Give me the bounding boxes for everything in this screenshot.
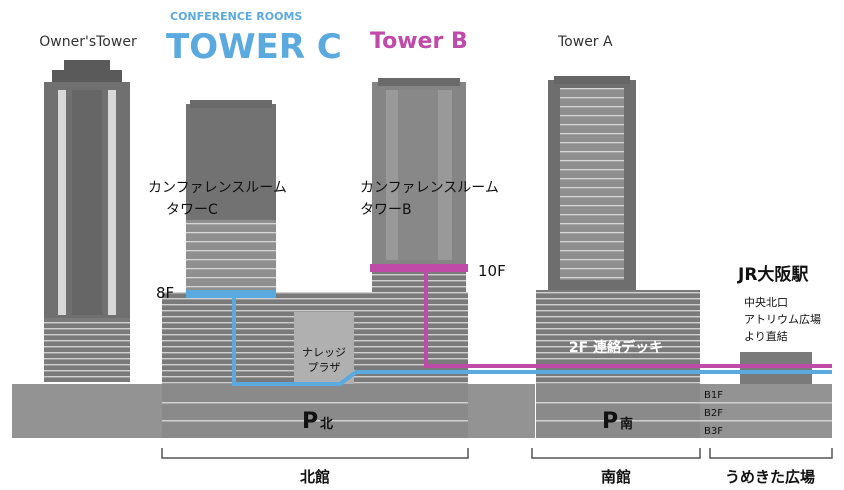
south-building-label: 南館 xyxy=(601,468,631,486)
b1f-label: B1F xyxy=(704,390,723,401)
ground-slab-middle xyxy=(465,384,535,438)
owners-tower xyxy=(44,60,130,382)
jr-note-line3: より直結 xyxy=(744,329,788,343)
conf-room-b-line1: カンファレンスルーム xyxy=(360,180,499,196)
tower-c-route xyxy=(186,290,465,386)
south-building-bracket xyxy=(531,448,701,459)
tower-c-building xyxy=(186,100,276,292)
b3f-label: B3F xyxy=(704,426,723,437)
north-building-label: 北館 xyxy=(300,468,330,486)
b2f-label: B2F xyxy=(704,408,723,419)
south-podium xyxy=(536,290,832,438)
tower-b-route xyxy=(370,264,832,368)
deck-2f-label: 2F 連絡デッキ xyxy=(569,339,663,356)
tower-a-label: Tower A xyxy=(557,34,613,50)
conference-rooms-label: CONFERENCE ROOMS xyxy=(170,10,302,23)
umekita-plaza-label: うめきた広場 xyxy=(725,468,815,486)
jr-osaka-label: JR大阪駅 xyxy=(737,264,809,285)
knowledge-plaza-line2: プラザ xyxy=(308,361,341,374)
floor-8f-label: 8F xyxy=(156,284,174,302)
ground-slab-left xyxy=(12,384,162,438)
jr-note-line2: アトリウム広場 xyxy=(744,313,821,326)
owners-tower-label: Owner'sTower xyxy=(39,34,137,50)
conf-room-c-line1: カンファレンスルーム xyxy=(148,180,287,196)
floor-10f-label: 10F xyxy=(478,262,506,280)
tower-b-title: Tower B xyxy=(370,29,468,54)
umekita-bracket xyxy=(709,448,833,459)
north-building-bracket xyxy=(161,448,469,459)
knowledge-plaza-line1: ナレッジ xyxy=(302,346,346,359)
parking-north-p: P xyxy=(302,409,318,434)
parking-north-suffix: 北 xyxy=(320,417,333,432)
conf-room-c-line2: タワーC xyxy=(166,202,218,218)
ground-slab-right xyxy=(700,384,832,438)
tower-c-title: TOWER C xyxy=(166,27,342,67)
parking-south-p: P xyxy=(602,409,618,434)
tower-a-building xyxy=(548,76,636,290)
parking-south-suffix: 南 xyxy=(620,416,633,432)
tower-b-building xyxy=(372,78,466,292)
north-podium xyxy=(162,292,468,438)
conf-room-b-line2: タワーB xyxy=(360,202,412,218)
jr-note-line1: 中央北口 xyxy=(744,296,788,309)
